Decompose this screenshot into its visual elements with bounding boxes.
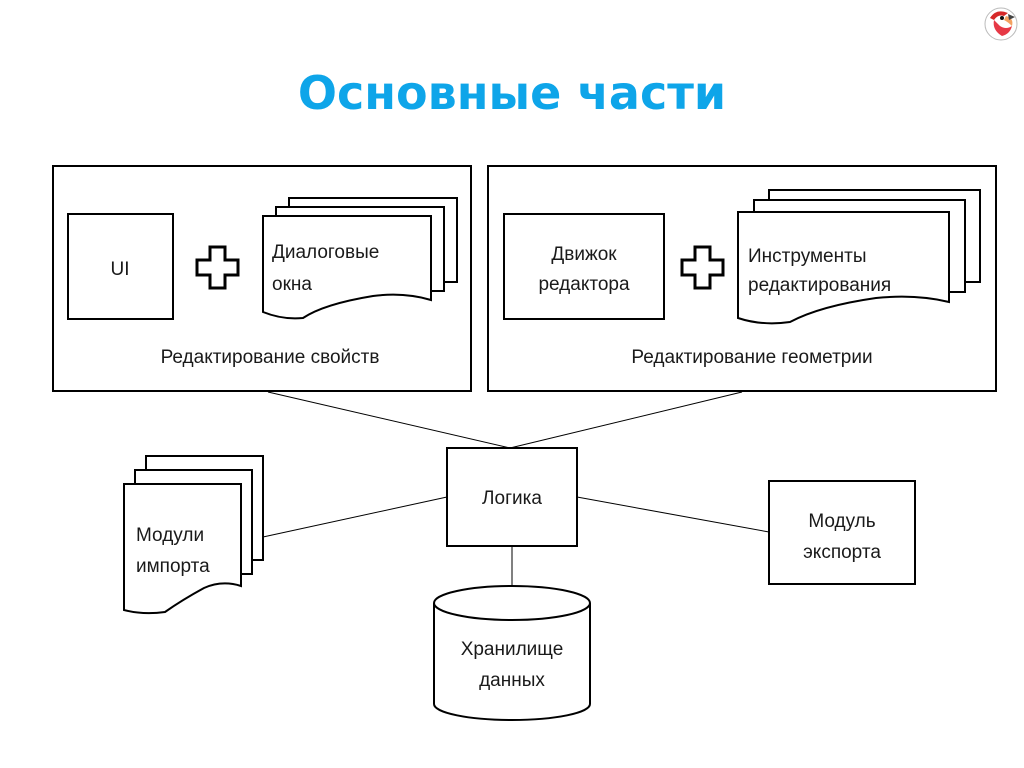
group-geometry-label: Редактирование геометрии	[631, 347, 872, 368]
node-logic-label: Логика	[482, 488, 542, 509]
slide-title: Основные части	[297, 66, 727, 120]
node-logic: Логика	[446, 447, 578, 547]
node-engine-box	[503, 213, 665, 320]
group-geometry-editing: Редактирование геометрии Движок редактор…	[487, 165, 997, 392]
node-export-label-line1: Модуль	[808, 511, 875, 532]
node-tools-label-line2: редактирования	[748, 275, 891, 296]
node-export-module: Модуль экспорта	[768, 480, 916, 585]
node-export-label-line2: экспорта	[803, 542, 881, 563]
node-storage-label-line2: данных	[479, 670, 545, 691]
link-import-logic	[262, 496, 448, 538]
connection-lines	[262, 391, 770, 586]
node-data-storage: Хранилище данных	[433, 585, 591, 721]
node-export-box	[768, 480, 916, 585]
node-engine-label-line1: Движок	[551, 244, 617, 265]
node-import-modules: Модули импорта	[123, 455, 264, 615]
node-engine-label-line2: редактора	[538, 274, 630, 295]
node-tools: Инструменты редактирования	[737, 189, 981, 325]
node-dialogs-document	[262, 215, 432, 320]
node-tools-label-line1: Инструменты	[748, 246, 866, 267]
plus-icon	[680, 245, 725, 290]
node-dialogs-label-line1: Диалоговые	[272, 242, 379, 263]
node-storage-label-line1: Хранилище	[461, 639, 564, 660]
group-properties-label: Редактирование свойств	[161, 347, 380, 368]
plus-icon	[195, 245, 240, 290]
node-tools-document	[737, 211, 950, 325]
node-engine: Движок редактора	[503, 213, 665, 320]
node-logic-box	[446, 447, 578, 547]
group-properties-editing: Редактирование свойств UI Диалоговые окн…	[52, 165, 472, 392]
node-ui-box	[67, 213, 174, 320]
link-logic-export	[576, 496, 770, 533]
storage-cylinder-top	[433, 585, 591, 621]
node-dialogs-label-line2: окна	[272, 274, 312, 295]
link-geometry-logic	[509, 391, 743, 449]
storage-cylinder-body	[433, 603, 591, 721]
node-ui-label: UI	[111, 259, 130, 280]
node-ui: UI	[67, 213, 174, 320]
link-properties-logic	[267, 391, 511, 449]
node-import-document	[123, 483, 242, 615]
node-dialogs: Диалоговые окна	[262, 197, 458, 320]
parrot-logo-icon	[984, 7, 1018, 41]
node-import-label-line2: импорта	[136, 556, 210, 577]
node-import-label-line1: Модули	[136, 525, 204, 546]
